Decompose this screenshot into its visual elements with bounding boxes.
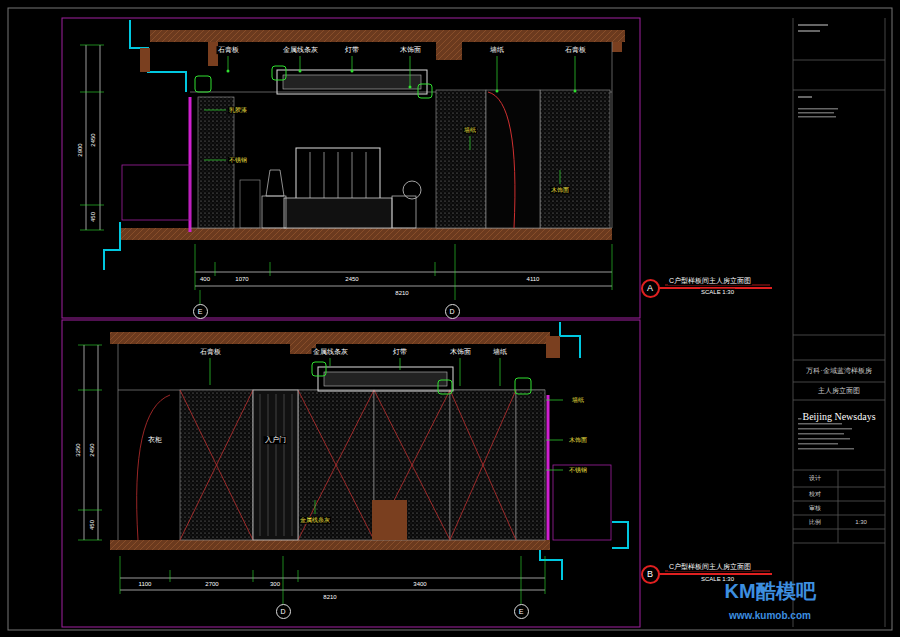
annotation-text: Beijing Newsdays [801,411,876,422]
annotation-text: 主人房立面图 [817,387,861,394]
dimension-text: 2900 [77,142,84,157]
annotation-text: 灯带 [392,348,408,356]
annotation-text: 8210 [394,290,409,297]
axis-bubble: E [193,304,208,319]
annotation-text: 墙纸 [571,397,585,404]
annotation-text: 8210 [322,594,337,601]
watermark: www.kumob.com [728,610,812,621]
axis-letter: D [280,608,285,615]
axis-letter: E [198,308,203,315]
axis-letter: E [519,608,524,615]
annotation-text: 3400 [412,581,427,588]
annotation-text: 400 [199,276,211,283]
annotation-text: 石膏板 [564,46,587,54]
dimension-text: 450 [89,519,96,531]
annotation-text: 300 [269,581,281,588]
axis-letter: B [647,570,653,579]
axis-bubble: E [514,604,529,619]
annotation-text: 墙纸 [489,46,505,54]
annotation-text: 2700 [204,581,219,588]
annotation-text: 审核 [808,505,822,512]
annotation-text: 木饰面 [550,187,570,194]
annotation-text: 1100 [138,581,153,588]
annotation-text: 石膏板 [217,46,240,54]
dimension-text: 2450 [90,132,97,147]
section-callout: A [641,279,660,298]
annotation-text: 金属线条灰 [299,517,331,524]
annotation-text: SCALE 1:30 [700,289,735,296]
dimension-text: 450 [90,211,97,223]
annotation-text: 木饰面 [568,437,588,444]
annotation-text: 墙纸 [463,127,477,134]
annotation-text: 4110 [526,276,541,283]
annotation-text: 墙纸 [492,348,508,356]
annotation-text: 不锈钢 [228,157,248,164]
dimension-text: 2450 [89,442,96,457]
annotation-text: 1:30 [854,519,868,526]
annotation-text: 2450 [344,276,359,283]
axis-letter: A [647,284,653,293]
annotation-text: C户型样板间主人房立面图 [668,277,752,285]
annotation-text: 校对 [808,491,822,498]
section-callout: B [641,565,660,584]
watermark: KM酷模吧 [723,580,816,602]
annotation-text: 灯带 [344,46,360,54]
annotation-text: 衣柜 [147,436,163,444]
annotation-text: 金属线条灰 [282,46,319,54]
annotation-text: 入户门 [264,436,287,444]
axis-bubble: D [276,604,291,619]
annotation-text: 1070 [234,276,249,283]
annotation-text: 设计 [808,475,822,482]
annotation-text: 万科·金域蓝湾样板房 [805,367,872,374]
dimension-text: 3250 [75,442,82,457]
annotation-text: 金属线条灰 [312,348,349,356]
annotation-text: 乳胶漆 [228,107,248,114]
axis-bubble: D [445,304,460,319]
annotation-text: 木饰面 [449,348,472,356]
annotation-text: 石膏板 [199,348,222,356]
annotation-text: 比例 [808,519,822,526]
annotation-text: 木饰面 [399,46,422,54]
annotation-text: 不锈钢 [568,467,588,474]
axis-letter: D [449,308,454,315]
annotation-text: C户型样板间主人房立面图 [668,563,752,571]
